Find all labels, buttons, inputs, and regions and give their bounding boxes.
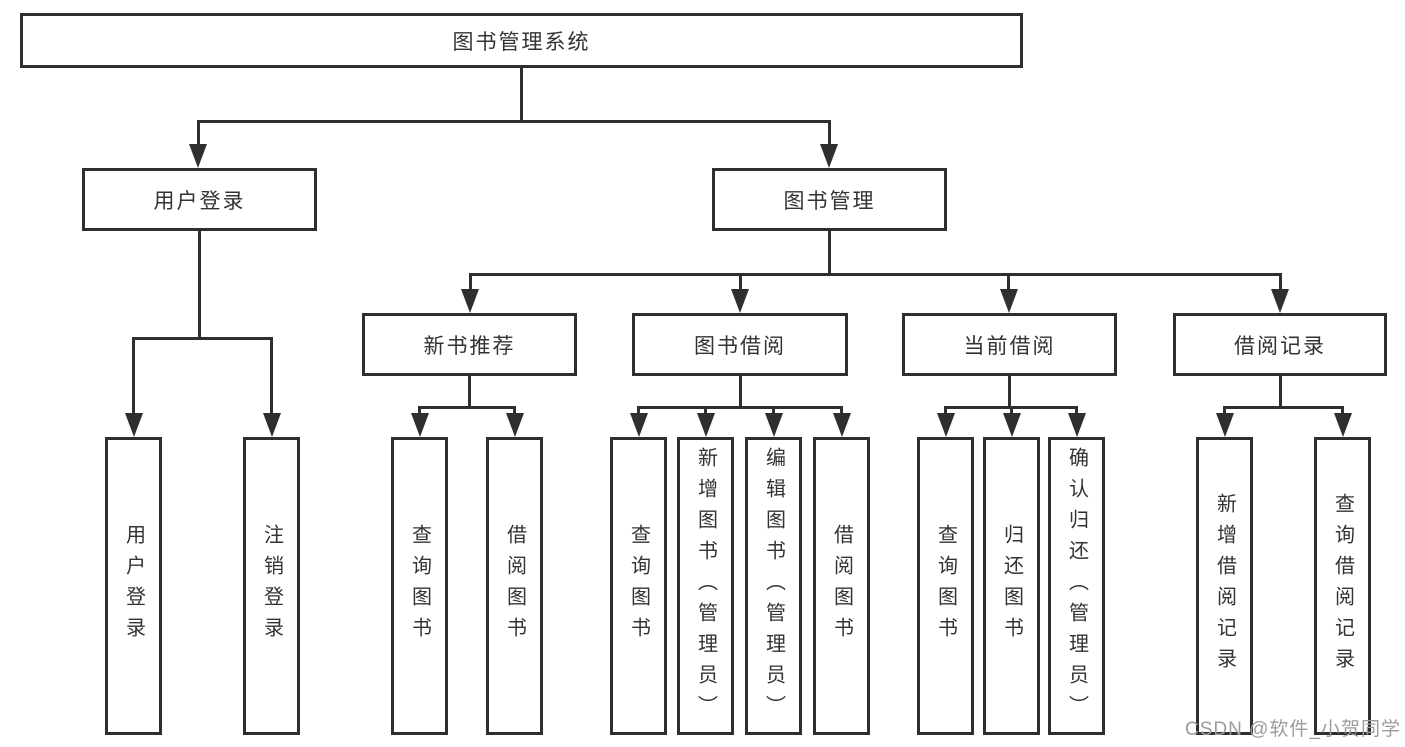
arrow-down-icon	[505, 413, 524, 437]
arrow-down-icon	[461, 289, 479, 313]
arrow-down-icon	[731, 289, 749, 313]
leaf-user-login: 用户登录	[105, 437, 162, 735]
connector-line	[468, 273, 472, 291]
node-borrow-records: 借阅记录	[1173, 313, 1387, 376]
connector-line	[827, 120, 831, 146]
csdn-watermark: CSDN @软件_小贺同学	[1185, 719, 1401, 740]
node-label: 编辑图书（管理员）	[762, 446, 785, 726]
connector-record-split	[1223, 406, 1344, 409]
arrow-down-icon	[764, 413, 783, 437]
connector-line	[1223, 406, 1226, 415]
connector-line	[637, 406, 640, 415]
connector-borrow-split	[637, 406, 843, 409]
arrow-down-icon	[124, 413, 143, 437]
arrow-down-icon	[936, 413, 955, 437]
connector-user-stem	[198, 231, 201, 337]
leaf-query-books-newbook: 查询图书	[391, 437, 448, 735]
node-label: 借阅图书	[830, 524, 853, 648]
node-label: 新书推荐	[423, 334, 516, 358]
connector-line	[132, 337, 135, 415]
node-label: 查询图书	[408, 524, 431, 648]
node-label: 确认归还（管理员）	[1065, 446, 1088, 726]
connector-line	[772, 406, 775, 415]
connector-line	[1341, 406, 1344, 415]
node-label: 借阅记录	[1234, 334, 1326, 358]
connector-newbook-stem	[468, 376, 471, 406]
node-label: 用户登录	[122, 524, 145, 648]
node-label: 图书管理系统	[452, 30, 591, 54]
connector-line	[418, 406, 421, 415]
connector-newbook-split	[418, 406, 516, 409]
node-label: 新增图书（管理员）	[694, 446, 717, 726]
leaf-query-borrow-record: 查询借阅记录	[1314, 437, 1371, 735]
node-current-borrow: 当前借阅	[902, 313, 1117, 376]
leaf-edit-book-admin: 编辑图书（管理员）	[745, 437, 802, 735]
node-book-management: 图书管理	[712, 168, 947, 231]
node-label: 查询借阅记录	[1331, 493, 1354, 679]
node-label: 借阅图书	[503, 524, 526, 648]
connector-line	[1278, 273, 1282, 291]
connector-current-stem	[1008, 376, 1011, 406]
node-label: 用户登录	[153, 189, 246, 213]
node-label: 注销登录	[260, 524, 283, 648]
leaf-query-books-borrow: 查询图书	[610, 437, 667, 735]
connector-record-stem	[1278, 376, 1282, 406]
node-label: 归还图书	[1000, 524, 1023, 648]
node-label: 新增借阅记录	[1213, 493, 1236, 679]
leaf-borrow-books-newbook: 借阅图书	[486, 437, 543, 735]
connector-book-split	[468, 273, 1282, 276]
connector-line	[196, 120, 200, 146]
connector-line	[1007, 273, 1010, 291]
arrow-down-icon	[1271, 289, 1289, 313]
node-book-borrow: 图书借阅	[632, 313, 848, 376]
leaf-add-borrow-record: 新增借阅记录	[1196, 437, 1253, 735]
connector-borrow-stem	[738, 376, 742, 406]
node-label: 查询图书	[934, 524, 957, 648]
arrow-down-icon	[410, 413, 429, 437]
node-label: 图书借阅	[694, 334, 786, 358]
connector-line	[840, 406, 843, 415]
node-label: 当前借阅	[963, 334, 1056, 358]
node-label: 查询图书	[627, 524, 650, 648]
leaf-return-books: 归还图书	[983, 437, 1040, 735]
arrow-down-icon	[1002, 413, 1021, 437]
leaf-borrow-books-borrow: 借阅图书	[813, 437, 870, 735]
node-root: 图书管理系统	[20, 13, 1023, 68]
leaf-logout: 注销登录	[243, 437, 300, 735]
leaf-confirm-return-admin: 确认归还（管理员）	[1048, 437, 1105, 735]
connector-line	[738, 273, 742, 291]
arrow-down-icon	[1067, 413, 1086, 437]
node-user-login: 用户登录	[82, 168, 317, 231]
arrow-down-icon	[999, 289, 1018, 313]
arrow-down-icon	[820, 144, 838, 168]
leaf-query-books-current: 查询图书	[917, 437, 974, 735]
connector-user-split	[132, 337, 273, 340]
arrow-down-icon	[832, 413, 851, 437]
arrow-down-icon	[1215, 413, 1234, 437]
arrow-down-icon	[629, 413, 648, 437]
arrow-down-icon	[262, 413, 281, 437]
arrow-down-icon	[189, 144, 207, 168]
arrow-down-icon	[1333, 413, 1352, 437]
leaf-add-book-admin: 新增图书（管理员）	[677, 437, 734, 735]
arrow-down-icon	[696, 413, 715, 437]
node-new-book-recommend: 新书推荐	[362, 313, 577, 376]
connector-line	[704, 406, 707, 415]
connector-line	[1010, 406, 1013, 415]
connector-root-stem	[520, 68, 523, 120]
connector-line	[1075, 406, 1078, 415]
connector-line	[944, 406, 947, 415]
connector-line	[513, 406, 516, 415]
connector-line	[270, 337, 273, 415]
node-label: 图书管理	[783, 189, 876, 213]
connector-root-split	[196, 120, 831, 123]
connector-book-stem	[828, 231, 831, 273]
